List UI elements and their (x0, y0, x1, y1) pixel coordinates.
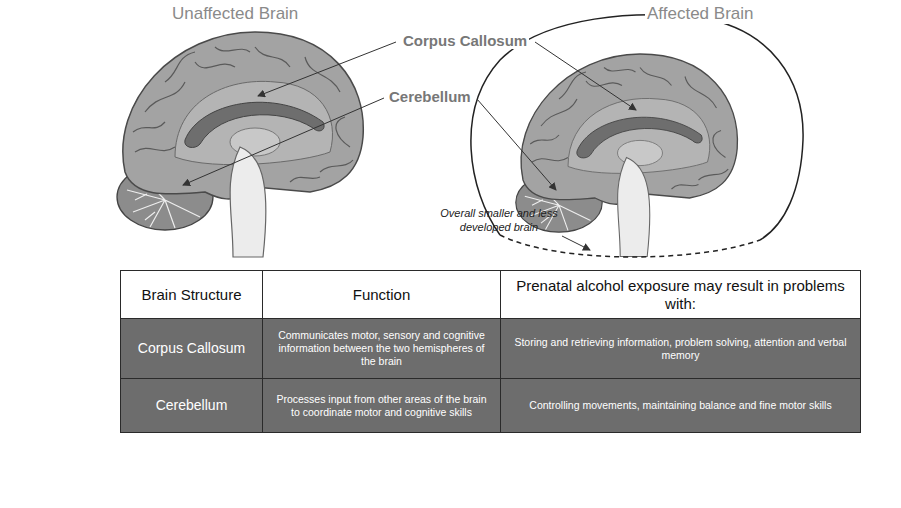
header-text: Brain Structure (131, 286, 251, 304)
table-cell: Processes input from other areas of the … (262, 378, 501, 433)
header-text: Function (343, 286, 421, 304)
leader-line (535, 42, 636, 110)
table-header-cell: Prenatal alcohol exposure may result in … (500, 270, 861, 319)
structure-label: Corpus Callosum (401, 32, 529, 49)
table-header-cell: Brain Structure (120, 270, 263, 319)
table-cell: Cerebellum (120, 378, 263, 433)
cell-text: Controlling movements, maintaining balan… (519, 399, 841, 412)
normal-size-outline-dashed (500, 235, 760, 257)
cell-text: Communicates motor, sensory and cognitiv… (263, 329, 500, 368)
leader-line (258, 42, 396, 96)
table-cell: Communicates motor, sensory and cognitiv… (262, 318, 501, 379)
table-cell: Controlling movements, maintaining balan… (500, 378, 861, 433)
unaffected-brain (117, 32, 363, 257)
cell-text: Storing and retrieving information, prob… (501, 336, 860, 362)
brain-heading: Affected Brain (645, 4, 755, 24)
header-text: Prenatal alcohol exposure may result in … (501, 277, 860, 313)
leader-line (183, 98, 384, 185)
structure-label: Cerebellum (387, 88, 473, 105)
note-text: Overall smaller and less developed brain (438, 206, 560, 234)
leader-line (477, 99, 556, 190)
brain-heading: Unaffected Brain (170, 4, 300, 24)
cell-text: Corpus Callosum (128, 340, 255, 357)
table-header-cell: Function (262, 270, 501, 319)
table-cell: Corpus Callosum (120, 318, 263, 379)
cell-text: Processes input from other areas of the … (263, 393, 500, 419)
affected-brain (516, 54, 738, 257)
leader-line (562, 236, 590, 250)
cell-text: Cerebellum (146, 397, 238, 414)
table-cell: Storing and retrieving information, prob… (500, 318, 861, 379)
